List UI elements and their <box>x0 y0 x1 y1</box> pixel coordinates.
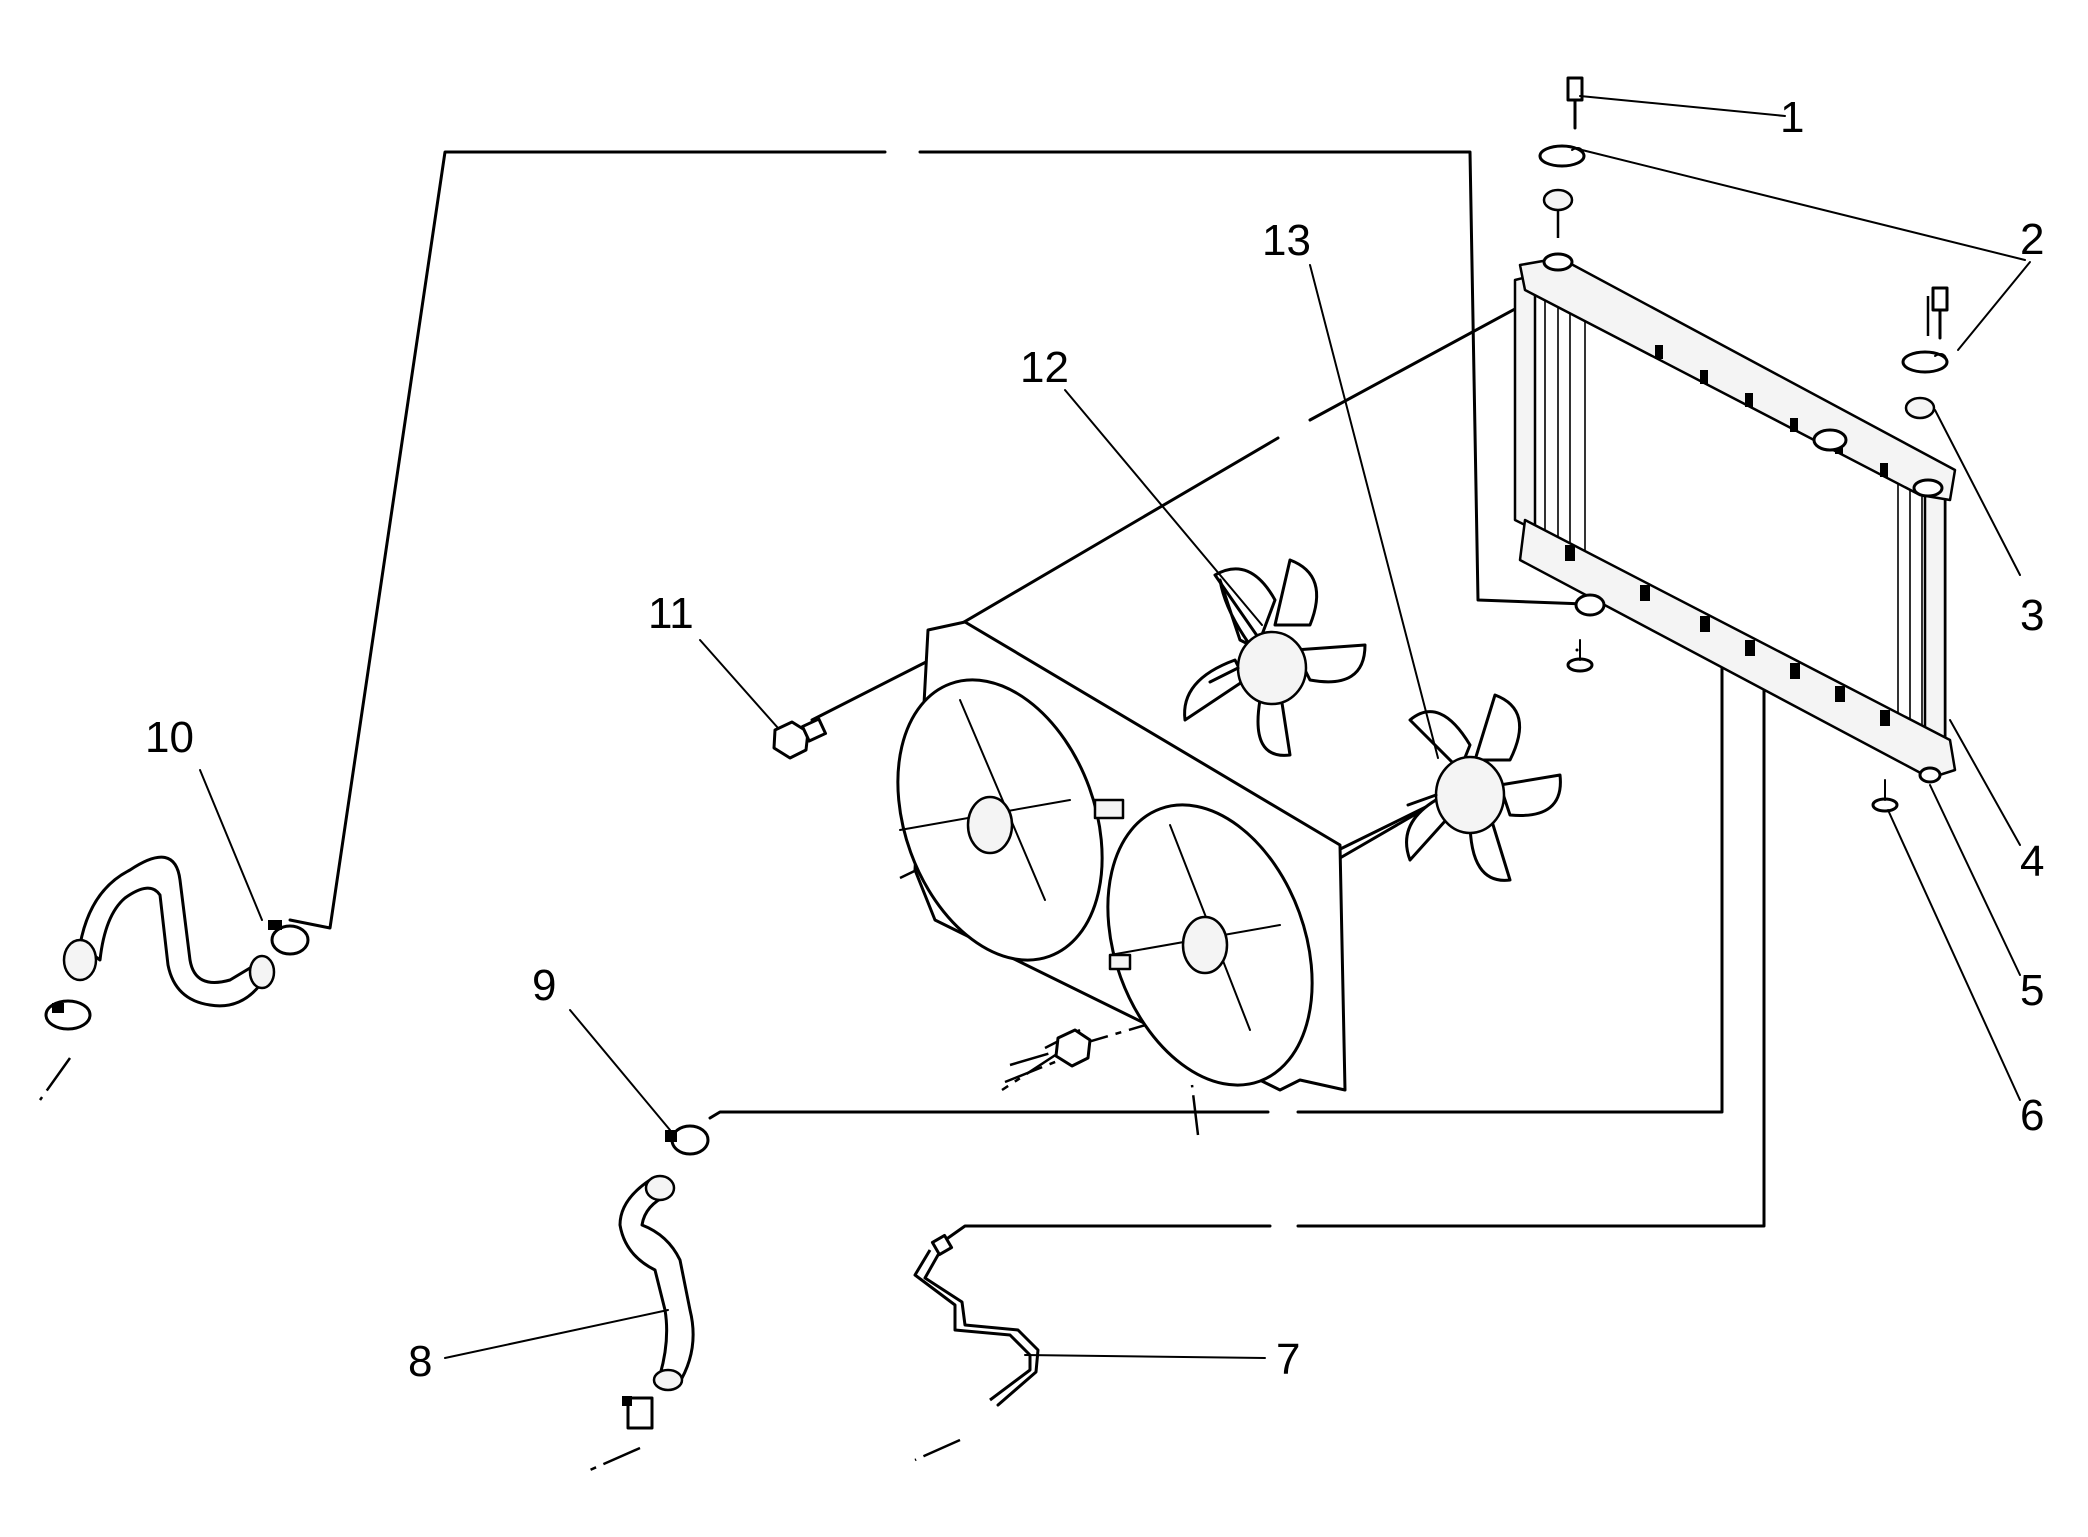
callout-13: 13 <box>1262 216 1311 265</box>
top-bolt-left <box>1566 76 1584 130</box>
callout-3: 3 <box>2020 591 2044 640</box>
lower-hose <box>618 1174 695 1392</box>
shroud-nut <box>1054 1028 1092 1068</box>
hose-clamp-8-end <box>622 1396 654 1430</box>
alignment-lines <box>288 150 1862 1240</box>
fan-left <box>1183 558 1367 757</box>
insulator-left <box>1542 188 1574 212</box>
callout-12: 12 <box>1020 343 1069 392</box>
callout-11: 11 <box>648 589 694 638</box>
hose-clamp-10 <box>268 920 310 956</box>
bracket-left <box>1538 144 1586 168</box>
callout-1: 1 <box>1780 93 1804 142</box>
callout-7: 7 <box>1276 1335 1300 1384</box>
upper-hose <box>62 855 276 1008</box>
callout-10: 10 <box>145 713 194 762</box>
callout-2: 2 <box>2020 215 2044 264</box>
insulator-right <box>1904 396 1936 420</box>
hose-clamp-10-end <box>44 999 92 1031</box>
fan-right <box>1405 693 1562 882</box>
leader-lines <box>199 95 2031 1359</box>
fan-shroud <box>896 620 1347 1092</box>
hose-clamp-9 <box>665 1124 710 1156</box>
top-bolt-right <box>1931 286 1949 340</box>
callout-5: 5 <box>2020 966 2044 1015</box>
callout-8: 8 <box>408 1337 432 1386</box>
callout-labels: 1 2 3 4 5 6 7 8 9 10 11 12 13 <box>145 93 2044 1386</box>
overflow-pipe <box>913 1233 1040 1407</box>
bolt-11 <box>772 717 828 760</box>
bracket-right <box>1901 350 1949 374</box>
callout-6: 6 <box>2020 1091 2044 1140</box>
callout-9: 9 <box>532 961 556 1010</box>
callout-4: 4 <box>2020 837 2044 886</box>
radiator <box>1513 252 1957 813</box>
